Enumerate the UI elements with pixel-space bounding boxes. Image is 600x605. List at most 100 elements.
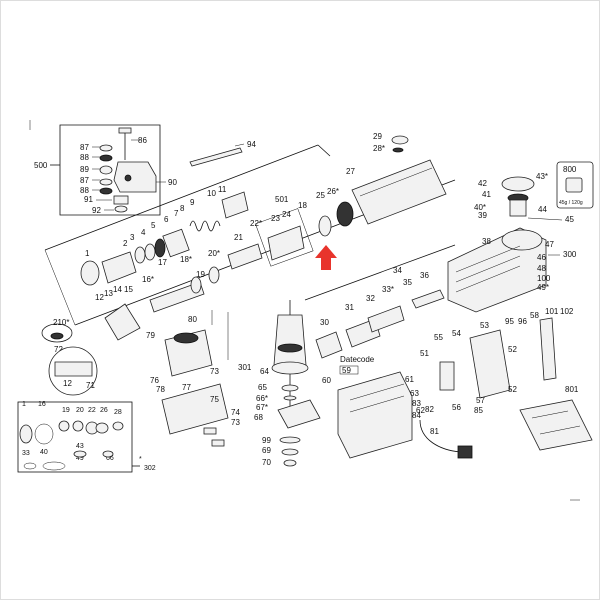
kit-label-28: 28 [114,409,122,416]
label-59: 59 [342,366,351,375]
label-800-note: 45g / 120g [559,200,583,206]
label-102: 102 [560,307,574,316]
label-9: 9 [190,198,195,207]
label-43: 43* [536,172,548,181]
label-11: 11 [218,185,227,194]
piston-assembly: 30 31 32 33* 34 35 36 [304,244,456,359]
label-89: 89 [80,165,89,174]
label-78: 78 [156,385,165,394]
kit-label-26: 26 [100,407,108,414]
label-70: 70 [262,458,271,467]
gear-housing-300: 42 41 40* 39 43* 44 45 38 47 300 46 48 1… [447,172,577,313]
label-39: 39 [478,211,487,220]
kit-label-1: 1 [22,401,26,408]
label-4: 4 [141,228,146,237]
kit-label-20: 20 [76,407,84,414]
label-46: 46 [537,253,546,262]
label-94: 94 [247,140,256,149]
crop-marks [29,120,580,501]
label-64: 64 [260,367,269,376]
label-85: 85 [474,406,483,415]
label-501: 501 [275,195,289,204]
label-73: 73 [210,367,219,376]
label-5: 5 [151,221,156,230]
kit-label-22: 22 [88,407,96,414]
label-80: 80 [188,315,197,324]
label-23: 23 [271,214,280,223]
label-61: 61 [405,375,414,384]
label-14: 14 [113,285,122,294]
label-800: 800 [563,165,577,174]
label-801: 801 [565,385,579,394]
label-79: 79 [146,331,155,340]
label-27: 27 [346,167,355,176]
label-91: 91 [84,195,93,204]
label-76: 76 [150,376,159,385]
label-49: 49* [537,283,549,292]
kit-label-19: 19 [62,407,70,414]
label-101: 101 [545,307,559,316]
label-32: 32 [366,294,375,303]
label-81: 81 [430,427,439,436]
label-45: 45 [565,215,574,224]
label-6: 6 [164,215,169,224]
label-73b: 73 [231,418,240,427]
label-17: 17 [158,258,167,267]
label-48: 48 [537,264,546,273]
label-52b: 52 [508,345,517,354]
label-53: 53 [480,321,489,330]
assembly-500: 500 86 87 88 89 87 88 90 91 92 [34,124,177,216]
label-30: 30 [320,318,329,327]
label-96: 96 [518,317,527,326]
label-75: 75 [210,395,219,404]
label-8: 8 [180,204,185,213]
label-12b: 12 [63,379,72,388]
datecode-label: Datecode [340,355,375,364]
label-63: 63 [410,389,419,398]
red-arrow-indicator [315,245,337,270]
label-87: 87 [80,143,89,152]
label-66: 66* [256,394,268,403]
label-500: 500 [34,161,48,170]
label-40: 40* [474,203,486,212]
kit-302: 1 16 19 20 22 26 28 33 40 43 49 66 * 302 [17,401,156,473]
label-300: 300 [563,250,577,259]
label-7: 7 [174,209,179,218]
label-60: 60 [322,376,331,385]
kit-label-star: * [139,456,142,463]
label-38: 38 [482,237,491,246]
grease-800: 800 45g / 120g [556,161,594,209]
kit-label-33: 33 [22,450,30,457]
label-86: 86 [138,136,147,145]
kit-label-16: 16 [38,401,46,408]
label-25: 25 [316,191,325,200]
kit-label-66: 66 [106,455,114,462]
label-3: 3 [130,233,135,242]
inset-210: 210* 72 12 71 [41,318,98,396]
armature-64: 64 65 66* 67* 68 99 69 70 [254,300,321,467]
label-47: 47 [545,240,554,249]
label-56: 56 [452,403,461,412]
label-28: 28* [373,144,385,153]
label-88b: 88 [80,186,89,195]
label-54: 54 [452,329,461,338]
label-57: 57 [476,396,485,405]
kit-label-40: 40 [40,449,48,456]
chisel-94: 94 [189,140,256,167]
label-72: 72 [54,345,63,354]
brush-assembly: 76 78 77 73 75 74 73 [150,367,240,447]
label-69: 69 [262,446,271,455]
label-95: 95 [505,317,514,326]
kit-label-302: 302 [144,465,156,472]
label-41: 41 [482,190,491,199]
label-36: 36 [420,271,429,280]
label-44: 44 [538,205,547,214]
label-90: 90 [168,178,177,187]
label-99: 99 [262,436,271,445]
label-210: 210* [53,318,69,327]
label-13: 13 [104,289,113,298]
label-29: 29 [373,132,382,141]
label-1: 1 [85,249,90,258]
